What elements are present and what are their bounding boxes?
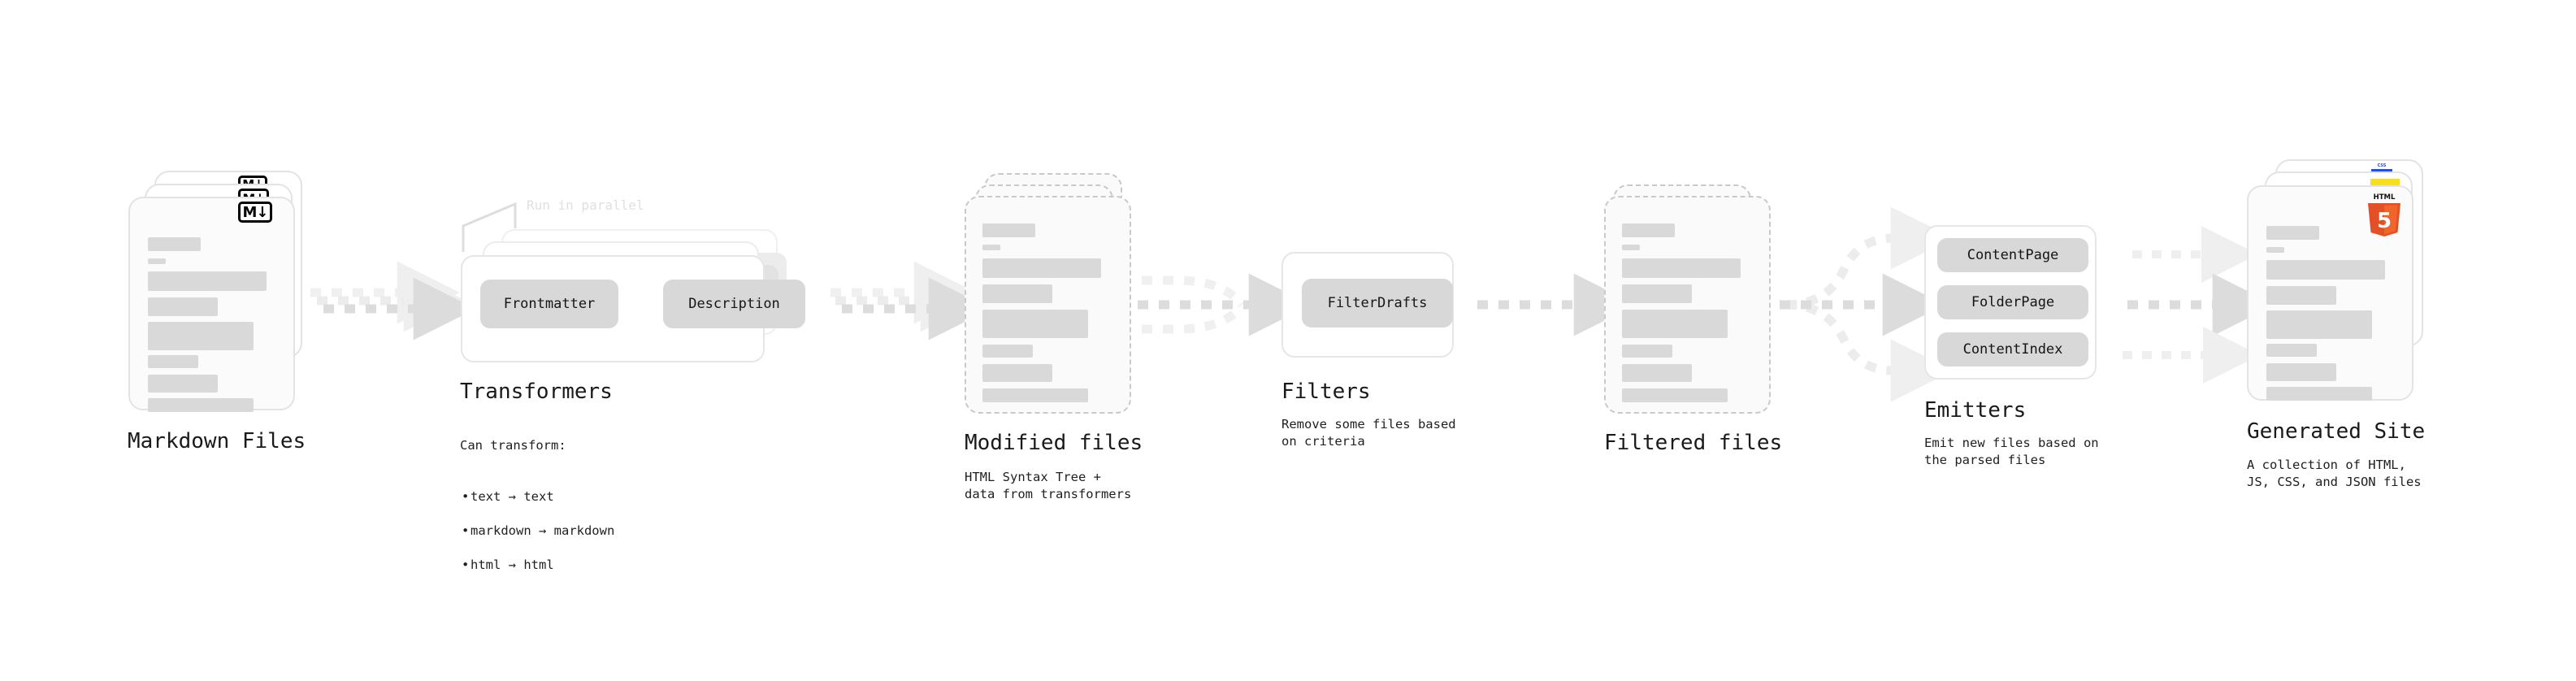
- transformers-bullet-list: text → text markdown → markdown html → h…: [460, 471, 728, 591]
- doc-line: [1622, 223, 1675, 237]
- site-card-lines: [2249, 187, 2412, 401]
- stage-title-transformers: Transformers: [460, 380, 613, 404]
- chip-folderpage[interactable]: FolderPage: [1937, 285, 2088, 319]
- doc-line: [982, 245, 1000, 250]
- modified-card-lines: [966, 197, 1130, 412]
- doc-line: [2266, 387, 2372, 401]
- doc-line: [2266, 344, 2317, 357]
- doc-line: [2266, 363, 2336, 381]
- transformer-panel-front[interactable]: Frontmatter Description: [461, 255, 805, 362]
- chip-contentpage[interactable]: ContentPage: [1937, 238, 2088, 272]
- run-in-parallel-label: Run in parallel: [527, 197, 644, 213]
- filters-group[interactable]: FilterDrafts: [1281, 252, 1454, 358]
- doc-line: [1622, 258, 1741, 278]
- doc-line: [148, 398, 254, 412]
- doc-line: [2266, 226, 2319, 240]
- doc-line: [148, 355, 198, 368]
- chip-filterdrafts[interactable]: FilterDrafts: [1302, 279, 1453, 327]
- doc-line: [982, 364, 1052, 382]
- site-card-front: [2247, 185, 2413, 401]
- emitters-subtitle: Emit new files based on the parsed files: [1924, 436, 2099, 467]
- stage-title-generated-site: Generated Site: [2247, 419, 2426, 444]
- doc-line: [148, 375, 218, 393]
- css3-icon: CSS: [2371, 163, 2392, 173]
- stage-title-emitters: Emitters: [1924, 398, 2027, 423]
- generated-site-subtitle: A collection of HTML, JS, CSS, and JSON …: [2247, 458, 2422, 489]
- chip-contentindex[interactable]: ContentIndex: [1937, 332, 2088, 367]
- doc-line: [148, 237, 201, 251]
- arrow-transformers-to-modified: [830, 261, 991, 340]
- doc-line: [148, 322, 254, 350]
- arrow-filtered-to-emitters: [1780, 206, 1954, 402]
- doc-line: [982, 223, 1035, 237]
- parallel-bracket-icon: [462, 202, 517, 252]
- markdown-card-lines: [130, 198, 293, 412]
- markdown-card-front: [128, 197, 295, 412]
- doc-line: [2266, 286, 2336, 305]
- stage-title-filtered-files: Filtered files: [1604, 431, 1783, 455]
- transformers-subtitle: Can transform: text → text markdown → ma…: [460, 420, 728, 608]
- transformers-bullet: text → text: [460, 488, 728, 505]
- doc-line: [982, 310, 1088, 338]
- arrow-modified-to-filters: [1138, 273, 1312, 336]
- doc-line: [982, 258, 1101, 278]
- doc-line: [982, 388, 1088, 402]
- doc-line: [2266, 247, 2284, 253]
- modified-card-front: [965, 196, 1131, 414]
- transformers-bullet: html → html: [460, 557, 728, 574]
- doc-line: [1622, 388, 1728, 402]
- stage-title-filters: Filters: [1281, 380, 1371, 404]
- stage-title-modified-files: Modified files: [965, 431, 1143, 455]
- svg-text:5: 5: [2377, 209, 2392, 233]
- doc-line: [982, 345, 1033, 358]
- doc-line: [1622, 284, 1692, 303]
- arrow-emitters-to-site: [2123, 226, 2275, 384]
- emitters-group[interactable]: ContentPage FolderPage ContentIndex: [1924, 225, 2097, 380]
- transformers-bullet: markdown → markdown: [460, 523, 728, 540]
- doc-line: [2266, 260, 2385, 280]
- doc-line: [982, 284, 1052, 303]
- filtered-card-lines: [1606, 197, 1769, 412]
- html5-icon: HTML 5: [2368, 193, 2400, 236]
- chip-frontmatter[interactable]: Frontmatter: [480, 280, 618, 328]
- markdown-icon: M↓: [238, 202, 272, 223]
- doc-line: [148, 271, 267, 291]
- chip-description[interactable]: Description: [663, 280, 805, 328]
- doc-line: [1622, 245, 1640, 250]
- doc-line: [1622, 364, 1692, 382]
- stage-title-markdown-files: Markdown Files: [128, 429, 306, 453]
- doc-line: [1622, 345, 1672, 358]
- doc-line: [148, 258, 166, 264]
- svg-text:HTML: HTML: [2374, 193, 2396, 202]
- arrow-markdown-to-transformers: [310, 261, 476, 340]
- doc-line: [2266, 310, 2372, 339]
- filtered-card-front: [1604, 196, 1771, 414]
- transformers-subtitle-lead: Can transform:: [460, 438, 566, 453]
- doc-line: [1622, 310, 1728, 338]
- filters-subtitle: Remove some files based on criteria: [1281, 417, 1456, 449]
- modified-files-subtitle: HTML Syntax Tree + data from transformer…: [965, 470, 1132, 501]
- doc-line: [148, 297, 218, 316]
